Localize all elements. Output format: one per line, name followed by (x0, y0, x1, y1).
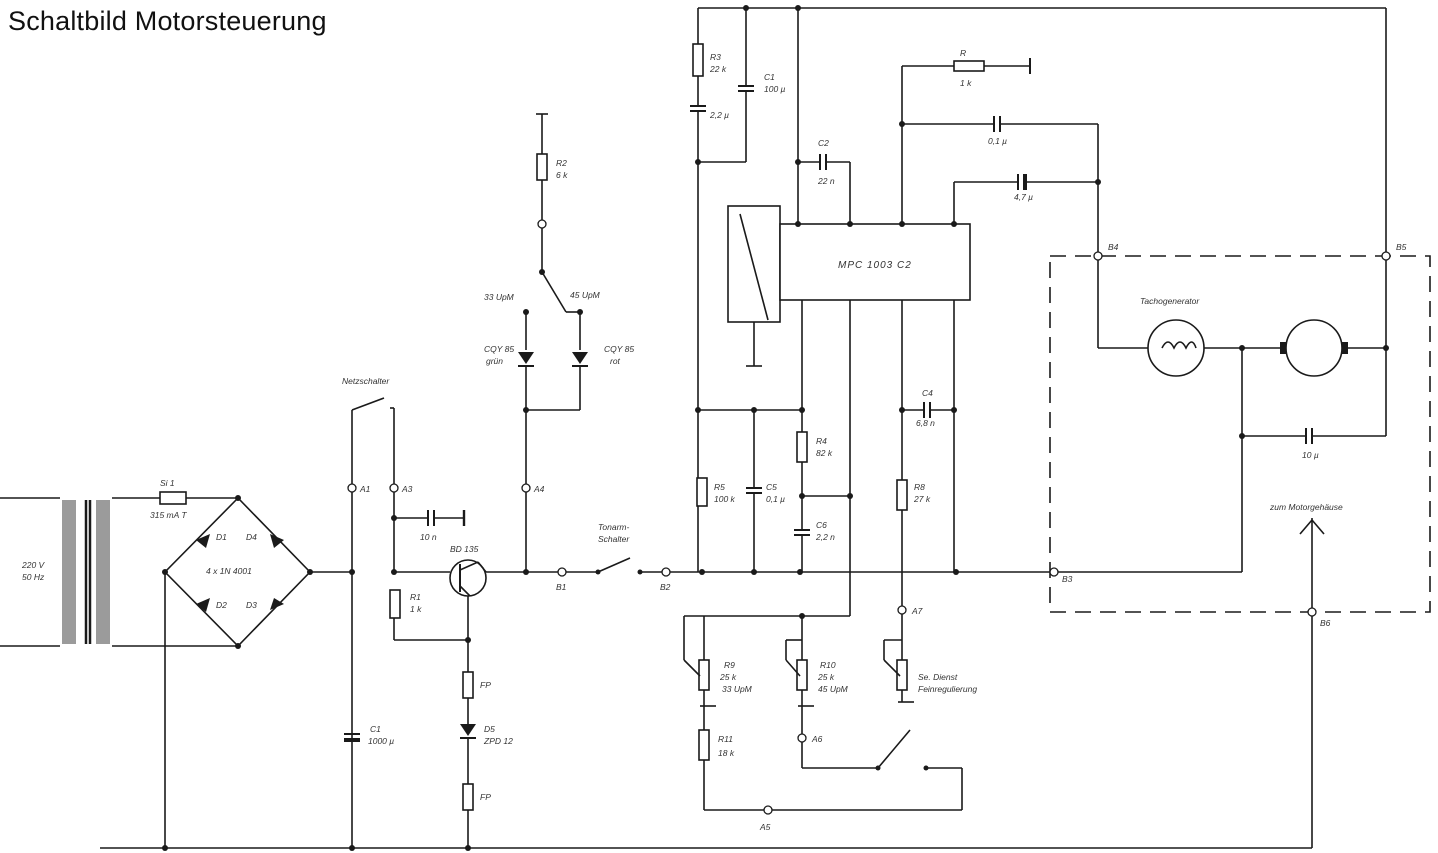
terminal-a5-label: A5 (759, 822, 771, 832)
led-red-color: rot (610, 356, 621, 366)
terminal-a3-label: A3 (401, 484, 413, 494)
fuse-rating: 315 mA T (150, 510, 187, 520)
c-top-right-value: 0,1 µ (988, 136, 1007, 146)
r9-speed: 33 UpM (722, 684, 753, 694)
r8-value: 27 k (913, 494, 931, 504)
rectifier-label: 4 x 1N 4001 (206, 566, 252, 576)
page-title: Schaltbild Motorsteuerung (8, 6, 327, 36)
service-label-2: Feinregulierung (918, 684, 977, 694)
tonearm-switch-label-2: Schalter (598, 534, 630, 544)
r8-name: R8 (914, 482, 925, 492)
tachogenerator-label: Tachogenerator (1140, 296, 1200, 306)
c-mid-value: 22 n (817, 176, 835, 186)
r9-value: 25 k (719, 672, 737, 682)
c4-name: C4 (922, 388, 933, 398)
rpm45-label: 45 UpM (570, 290, 601, 300)
r1-name: R1 (410, 592, 421, 602)
terminal-a6-label: A6 (811, 734, 823, 744)
rpm33-label: 33 UpM (484, 292, 515, 302)
mains-frequency-label: 50 Hz (22, 572, 45, 582)
terminal-b3-label: B3 (1062, 574, 1073, 584)
c1top-value: 100 µ (764, 84, 786, 94)
c1-value: 1000 µ (368, 736, 394, 746)
terminal-b4-label: B4 (1108, 242, 1119, 252)
r2-name: R2 (556, 158, 567, 168)
r3-name: R3 (710, 52, 721, 62)
transistor-stage: BD 135 FP D5 ZPD 12 FP (394, 544, 526, 848)
led-green-color: grün (486, 356, 503, 366)
ic-label: MPC 1003 C2 (838, 260, 912, 271)
rx-name: R (960, 48, 966, 58)
ground-rail (100, 845, 1312, 851)
cap-10n-label: 10 n (420, 532, 437, 542)
r9-name: R9 (724, 660, 735, 670)
c5-value: 0,1 µ (766, 494, 785, 504)
c-mid-name: C2 (818, 138, 829, 148)
mains-voltage-label: 220 V (21, 560, 46, 570)
terminal-b5-label: B5 (1396, 242, 1407, 252)
terminal-a1-label: A1 (359, 484, 371, 494)
zener-d5-value: ZPD 12 (483, 736, 513, 746)
mains-transformer: 220 V 50 Hz (0, 497, 238, 647)
motor-housing-label: zum Motorgehäuse (1269, 502, 1343, 512)
r1-value: 1 k (410, 604, 422, 614)
c6-name: C6 (816, 520, 827, 530)
c5-name: C5 (766, 482, 777, 492)
r5-name: R5 (714, 482, 725, 492)
motor-cap-value: 10 µ (1302, 450, 1319, 460)
c-right-small-value: 4,7 µ (1014, 192, 1033, 202)
fuse-si1: Si 1 315 mA T (150, 478, 238, 520)
r11-value: 18 k (718, 748, 735, 758)
r2-value: 6 k (556, 170, 568, 180)
transistor-label: BD 135 (450, 544, 479, 554)
led-green-type: CQY 85 (484, 344, 514, 354)
led-red-type: CQY 85 (604, 344, 634, 354)
diode-d1-label: D1 (216, 532, 227, 542)
tonearm-switch: B1 Tonarm- Schalter B2 (526, 522, 1050, 592)
diode-d4-label: D4 (246, 532, 257, 542)
motor-section: B4 B5 Tachogenerator 10 µ B3 zum Motorge… (1049, 242, 1431, 848)
mains-switch-label: Netzschalter (342, 376, 390, 386)
terminal-b6-label: B6 (1320, 618, 1331, 628)
ic-section: R3 22 k 2,2 µ C1 100 µ C2 22 n MPC 1003 … (690, 5, 1387, 572)
diode-d2-label: D2 (216, 600, 227, 610)
fuse-name: Si 1 (160, 478, 175, 488)
tonearm-switch-label-1: Tonarm- (598, 522, 630, 532)
terminal-a7-label: A7 (911, 606, 923, 616)
c-top2-value: 2,2 µ (709, 110, 729, 120)
r4-value: 82 k (816, 448, 833, 458)
c1-name: C1 (370, 724, 381, 734)
terminal-b1-label: B1 (556, 582, 567, 592)
c4-value: 6,8 n (916, 418, 935, 428)
speed-leds: R2 6 k 33 UpM 45 UpM CQY 85 grün CQY 85 … (484, 113, 634, 575)
r10-speed: 45 UpM (818, 684, 849, 694)
timing-network: R5 100 k C5 0,1 µ R4 82 k C6 2,2 n C4 6,… (695, 300, 957, 616)
terminal-a4-label: A4 (533, 484, 545, 494)
r5-value: 100 k (714, 494, 736, 504)
c6-value: 2,2 n (815, 532, 835, 542)
rx-value: 1 k (960, 78, 972, 88)
speed-trimmers: R9 25 k 33 UpM R11 18 k A5 R10 25 k 45 U… (683, 605, 977, 832)
r3-value: 22 k (709, 64, 727, 74)
c1top-name: C1 (764, 72, 775, 82)
r4-name: R4 (816, 436, 827, 446)
supply-section: A1 C1 1000 µ Netzschalter A3 10 n R1 1 k (342, 376, 468, 848)
fp-bottom-label: FP (480, 792, 491, 802)
fp-top-label: FP (480, 680, 491, 690)
terminal-b2-label: B2 (660, 582, 671, 592)
zener-d5-name: D5 (484, 724, 495, 734)
diode-d3-label: D3 (246, 600, 257, 610)
bridge-rectifier: D1 D4 D2 D3 4 x 1N 4001 (162, 495, 352, 848)
r10-value: 25 k (817, 672, 835, 682)
r10-name: R10 (820, 660, 836, 670)
r11-name: R11 (718, 734, 733, 744)
service-label-1: Se. Dienst (918, 672, 958, 682)
